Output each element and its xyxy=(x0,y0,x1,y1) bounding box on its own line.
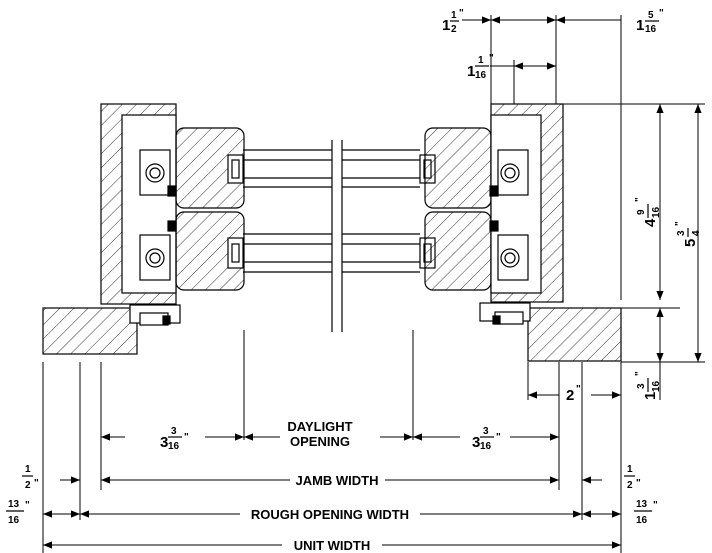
right-upper-weatherstrip xyxy=(489,185,499,197)
dim-label-left-half: 1 2 " xyxy=(22,464,39,491)
svg-text:1: 1 xyxy=(478,55,484,66)
dim-label-far-right-vertical: 5 3 4 " xyxy=(674,221,702,247)
dim-label-two-inch: 2 " xyxy=(566,384,581,404)
svg-text:4: 4 xyxy=(642,218,659,227)
dim-label-left-daylight: 3 3 16 " xyxy=(160,426,189,452)
svg-text:3: 3 xyxy=(483,426,489,437)
svg-text:2: 2 xyxy=(566,387,574,404)
svg-text:16: 16 xyxy=(480,441,492,452)
left-casing xyxy=(42,307,138,355)
right-frame-assembly xyxy=(424,103,622,362)
svg-text:1: 1 xyxy=(451,10,457,21)
left-glass-assembly xyxy=(227,149,332,273)
svg-text:": " xyxy=(496,432,501,443)
left-lower-weatherstrip xyxy=(167,220,177,232)
dim-label-right-daylight: 3 3 16 " xyxy=(472,426,501,452)
left-upper-weatherstrip xyxy=(167,185,177,197)
dim-label-right-vertical: 4 9 16 " xyxy=(634,197,662,227)
svg-text:3: 3 xyxy=(636,383,647,389)
svg-text:5: 5 xyxy=(648,10,654,21)
svg-text:4: 4 xyxy=(691,230,702,236)
svg-text:16: 16 xyxy=(8,515,20,526)
svg-text:3: 3 xyxy=(472,434,480,451)
left-upper-sash-rail xyxy=(175,127,245,209)
svg-text:1: 1 xyxy=(642,392,659,400)
svg-text:": " xyxy=(636,478,641,489)
unit-width-label: UNIT WIDTH xyxy=(294,538,371,553)
left-frame-assembly xyxy=(42,103,245,355)
svg-text:3: 3 xyxy=(160,434,168,451)
right-glass-assembly xyxy=(342,149,436,273)
svg-text:2: 2 xyxy=(627,480,633,491)
right-lower-sash-rail xyxy=(424,211,492,291)
svg-text:3: 3 xyxy=(171,426,177,437)
svg-text:": " xyxy=(576,384,581,395)
dim-label-right-13-16: 13 16 " xyxy=(634,499,658,526)
svg-text:16: 16 xyxy=(651,206,662,218)
right-casing xyxy=(527,307,622,362)
extension-lines xyxy=(42,15,705,553)
svg-text:16: 16 xyxy=(636,515,648,526)
dim-label-bottom-right-vertical: 1 3 16 " xyxy=(634,371,662,400)
svg-text:2: 2 xyxy=(451,24,457,35)
svg-text:": " xyxy=(653,500,658,511)
svg-text:13: 13 xyxy=(636,499,648,510)
svg-text:13: 13 xyxy=(8,499,20,510)
svg-text:1: 1 xyxy=(627,464,633,475)
right-upper-sash-rail xyxy=(424,127,492,209)
svg-text:9: 9 xyxy=(636,209,647,215)
dim-label-top-left: 1 1 2 " xyxy=(442,8,464,35)
svg-text:16: 16 xyxy=(645,24,657,35)
svg-text:": " xyxy=(674,221,685,226)
svg-text:2: 2 xyxy=(25,480,31,491)
svg-text:1: 1 xyxy=(442,17,450,34)
svg-text:3: 3 xyxy=(676,230,687,236)
dim-label-top-right: 1 5 16 " xyxy=(636,8,664,35)
svg-text:": " xyxy=(489,53,494,64)
svg-text:1: 1 xyxy=(636,17,644,34)
svg-text:16: 16 xyxy=(475,70,487,81)
svg-text:": " xyxy=(634,197,645,202)
daylight-label-1: DAYLIGHT xyxy=(287,419,352,434)
svg-text:16: 16 xyxy=(651,380,662,392)
break-lines xyxy=(331,140,343,332)
dimension-lines xyxy=(43,16,702,549)
dim-label-right-half: 1 2 " xyxy=(624,464,641,491)
jamb-width-label: JAMB WIDTH xyxy=(295,473,378,488)
daylight-label-2: OPENING xyxy=(290,434,350,449)
dim-label-inner-top: 1 1 16 " xyxy=(467,53,494,81)
svg-text:": " xyxy=(25,500,30,511)
svg-text:1: 1 xyxy=(25,464,31,475)
svg-text:": " xyxy=(634,371,645,376)
left-lower-sash-rail xyxy=(175,211,245,291)
svg-text:": " xyxy=(459,8,464,19)
right-lower-weatherstrip xyxy=(489,220,499,232)
dimension-labels: DAYLIGHT OPENING JAMB WIDTH ROUGH OPENIN… xyxy=(6,8,702,553)
rough-opening-width-label: ROUGH OPENING WIDTH xyxy=(251,507,409,522)
svg-text:": " xyxy=(184,432,189,443)
svg-text:16: 16 xyxy=(168,441,180,452)
svg-text:": " xyxy=(659,8,664,19)
svg-text:": " xyxy=(34,478,39,489)
svg-text:1: 1 xyxy=(467,63,475,80)
svg-text:5: 5 xyxy=(682,239,699,247)
dim-label-left-13-16: 13 16 " xyxy=(6,499,30,526)
